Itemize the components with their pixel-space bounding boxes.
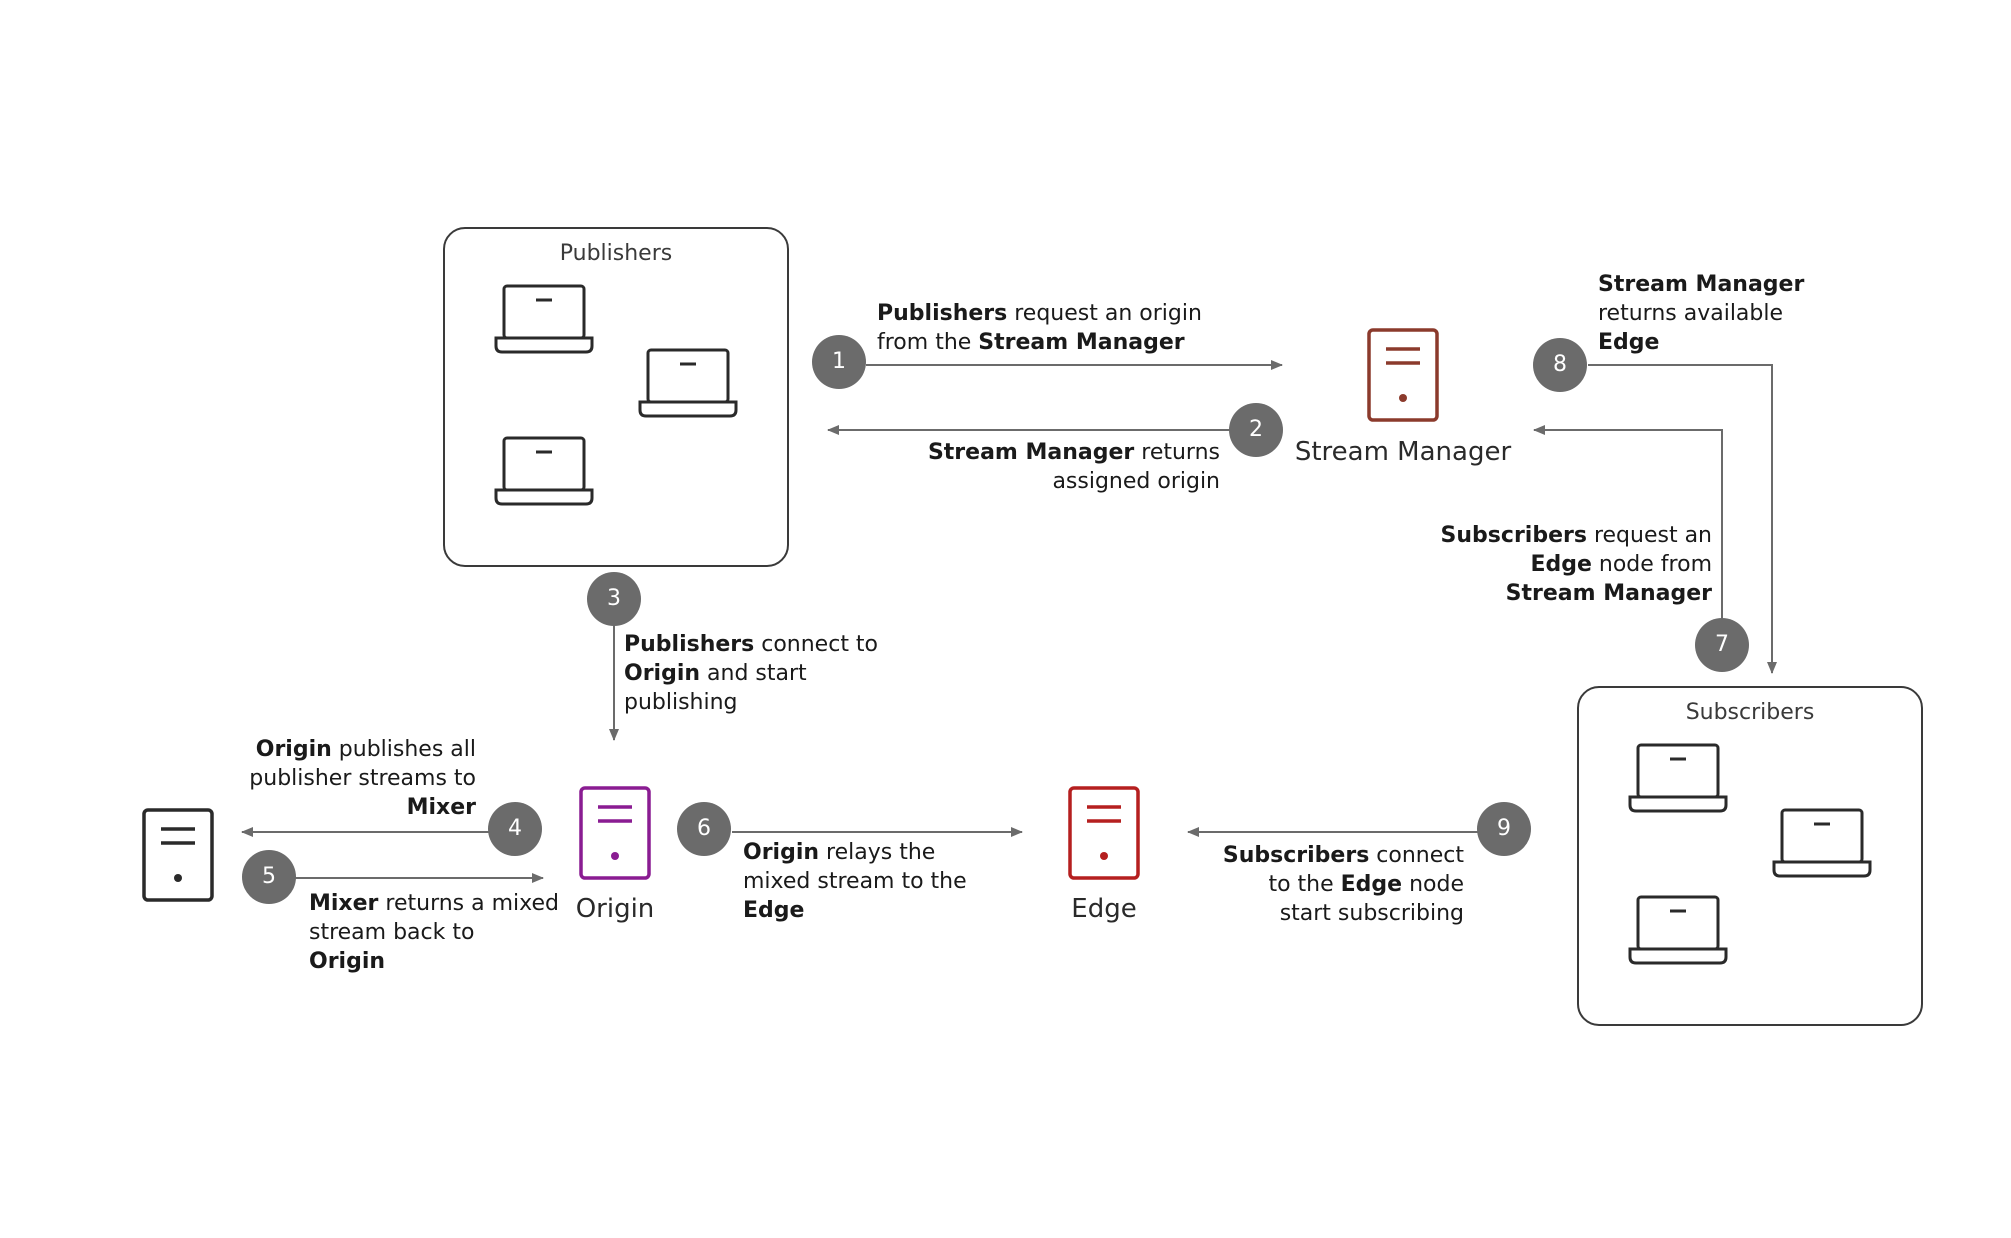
publishers-group: Publishers	[443, 227, 789, 567]
laptop-icon	[638, 348, 738, 418]
origin-label: Origin	[575, 894, 655, 924]
laptop-icon	[1628, 743, 1728, 813]
mixer-server-icon	[142, 808, 214, 902]
step-badge-9: 9	[1477, 802, 1531, 856]
step-badge-4: 4	[488, 802, 542, 856]
step-badge-5: 5	[242, 850, 296, 904]
subscribers-group: Subscribers	[1577, 686, 1923, 1026]
step-badge-3: 3	[587, 572, 641, 626]
step-badge-7: 7	[1695, 618, 1749, 672]
arrow-step-8	[1588, 364, 1777, 674]
laptop-icon	[1772, 808, 1872, 878]
step-badge-6: 6	[677, 802, 731, 856]
laptop-icon	[494, 284, 594, 354]
arrow-step-7	[1533, 425, 1723, 620]
subscribers-title: Subscribers	[1685, 700, 1815, 725]
edge-label: Edge	[1071, 894, 1137, 924]
stream-manager-server-icon	[1367, 328, 1439, 422]
laptop-icon	[494, 436, 594, 506]
step-badge-1: 1	[812, 335, 866, 389]
publishers-title: Publishers	[559, 241, 673, 266]
origin-server-icon	[579, 786, 651, 880]
laptop-icon	[1628, 895, 1728, 965]
edge-server-icon	[1068, 786, 1140, 880]
step-badge-2: 2	[1229, 403, 1283, 457]
step-badge-8: 8	[1533, 338, 1587, 392]
stream-manager-label: Stream Manager	[1294, 437, 1512, 467]
